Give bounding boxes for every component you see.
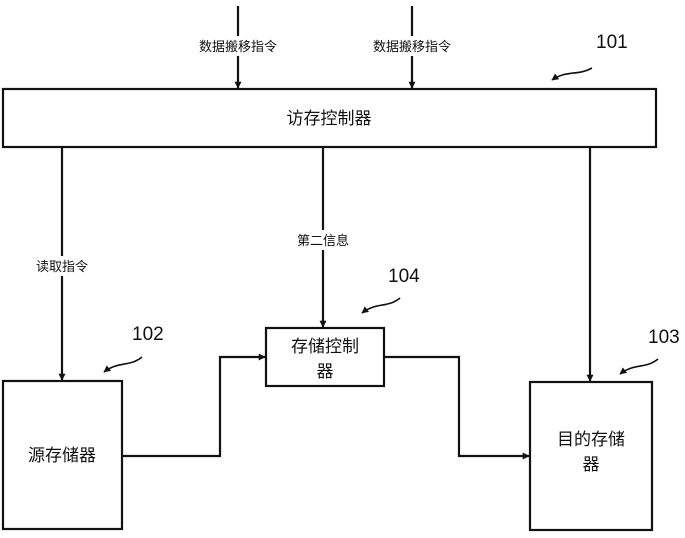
ref-104-leader (361, 297, 401, 314)
ref-101-leader (551, 67, 593, 81)
second-info-label: 第二信息 (297, 233, 349, 249)
second-info-label-bg (286, 230, 360, 250)
storage-controller-box (264, 326, 386, 388)
storage-controller-label-line1: 存储控制 (291, 337, 359, 357)
ref-103-leader (619, 358, 659, 375)
access-controller-label: 访存控制器 (287, 109, 372, 129)
access-controller-box (1, 87, 658, 149)
target-memory-label-line1: 目的存储 (557, 430, 625, 450)
ref-103: 103 (648, 327, 680, 348)
ref-102-leader (103, 356, 143, 373)
source-to-controller-arrow (122, 353, 266, 458)
input-label-bg-1 (186, 36, 290, 56)
ref-101: 101 (596, 32, 628, 53)
controller-to-target-data-arrow (384, 355, 530, 460)
read-instruction-label: 读取指令 (36, 260, 88, 275)
source-memory-label: 源存储器 (28, 446, 96, 466)
input-label-1: 数据搬移指令 (199, 40, 277, 55)
input-label-2: 数据搬移指令 (373, 40, 451, 55)
ref-102: 102 (132, 324, 164, 345)
ref-104: 104 (388, 266, 420, 287)
source-memory-box (1, 379, 124, 531)
input-label-bg-2 (360, 36, 464, 56)
storage-controller-label-line2: 器 (317, 362, 334, 382)
read-instruction-label-bg (24, 256, 100, 276)
target-memory-label-line2: 器 (583, 455, 600, 475)
target-memory-box (528, 380, 654, 532)
